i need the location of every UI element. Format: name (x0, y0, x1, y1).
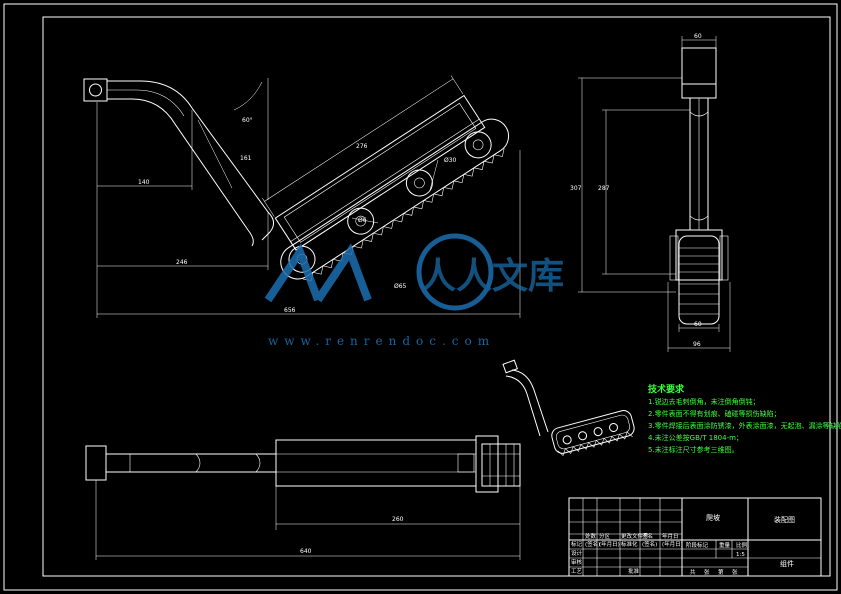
front-view: 60 307 287 60 96 (570, 33, 731, 352)
tb-material: 组件 (780, 559, 794, 568)
tb-stage-label-1: 阶段标记 (686, 541, 709, 549)
tb-col-label-5: 年月日 (662, 532, 679, 540)
front-dim-height-inner: 287 (598, 185, 610, 192)
requirement-5: 5.未注标注尺寸参考三维图。 (648, 445, 739, 454)
tb-footer-1: 共 (690, 568, 696, 576)
requirements-title: 技术要求 (648, 383, 685, 395)
side-dim-overall: 656 (284, 307, 296, 314)
sheet-outer-border (3, 3, 838, 591)
tb-part-name: 爬坡 (706, 513, 720, 522)
tb-stage-label-2: 重量 (719, 541, 731, 549)
front-dim-height-total: 307 (570, 185, 582, 192)
tb-sub-label-5: (年月日) (662, 540, 683, 548)
tb-col-label-2: 分区 (599, 532, 611, 540)
tb-footer-3: 第 (718, 568, 724, 576)
front-dim-track-width: 60 (694, 321, 702, 328)
tb-col-label-1: 处数 (585, 532, 597, 540)
watermark-brand: 人人文库 (420, 256, 564, 297)
sheet-inner-border (42, 16, 831, 577)
front-dim-bottom-width: 96 (693, 341, 701, 348)
side-dim-horizontal-1: 140 (138, 179, 150, 186)
plan-view: 260 640 (85, 435, 521, 560)
isometric-view (502, 359, 635, 457)
requirement-2: 2.零件表面不得有划痕、磕碰等损伤缺陷； (648, 409, 781, 418)
tb-approve: 批准 (628, 567, 640, 575)
side-dim-arm: 161 (240, 155, 252, 162)
side-dim-track-length: 276 (356, 143, 368, 150)
side-dim-wheel-2: Ø6 (358, 217, 367, 224)
tb-sub-label-1: (签名) (585, 540, 600, 548)
plan-dim-overall: 640 (300, 548, 312, 555)
tb-row-label-4: 工艺 (571, 568, 583, 575)
tb-col-label-4: 签名 (642, 532, 653, 540)
side-dim-horizontal-2: 246 (176, 259, 188, 266)
side-dim-wheel-3: Ø65 (394, 283, 407, 290)
watermark-url: www.renrendoc.com (268, 334, 495, 348)
plan-dim-track-span: 260 (392, 516, 404, 523)
side-dim-angle: 60° (242, 117, 253, 124)
tb-row-label-2: 设计 (571, 549, 583, 557)
tb-stage-label-3: 比例 (736, 541, 748, 549)
tb-row-label-1: 标记 (571, 540, 583, 548)
tb-footer-4: 张 (732, 568, 738, 576)
requirement-3: 3.零件焊接后表面涂防锈漆，外表涂面漆，无起泡、漏涂等缺陷； (648, 421, 841, 430)
requirement-4: 4.未注公差按GB/T 1804-m； (648, 433, 743, 442)
side-view: 276 Ø30 Ø6 Ø65 60° 161 140 246 656 (83, 75, 521, 318)
title-block: 标记 设计 审核 工艺 处数 分区 更改文件号 签名 年月日 (签名) (年月日… (568, 497, 822, 577)
tb-scale: 1:5 (736, 552, 745, 558)
tb-row-label-3: 审核 (571, 558, 583, 566)
front-dim-top-width: 60 (694, 33, 702, 40)
watermark-logo: 人人文库 (264, 233, 564, 311)
tb-sub-label-3: 标准化 (621, 540, 638, 548)
tb-drawing-name: 装配图 (774, 515, 795, 524)
tb-sub-label-2: (年月日) (599, 540, 620, 548)
watermark: 人人文库 www.renrendoc.com (264, 233, 564, 348)
side-dim-wheel-1: Ø30 (444, 157, 457, 164)
tb-footer-2: 张 (704, 568, 710, 576)
requirement-1: 1.锐边去毛刺倒角，未注倒角倒钝； (648, 397, 760, 406)
tb-col-label-3: 更改文件号 (621, 532, 649, 540)
technical-requirements: 技术要求 1.锐边去毛刺倒角，未注倒角倒钝； 2.零件表面不得有划痕、磕碰等损伤… (648, 383, 841, 454)
tb-sub-label-4: (签名) (642, 540, 657, 548)
